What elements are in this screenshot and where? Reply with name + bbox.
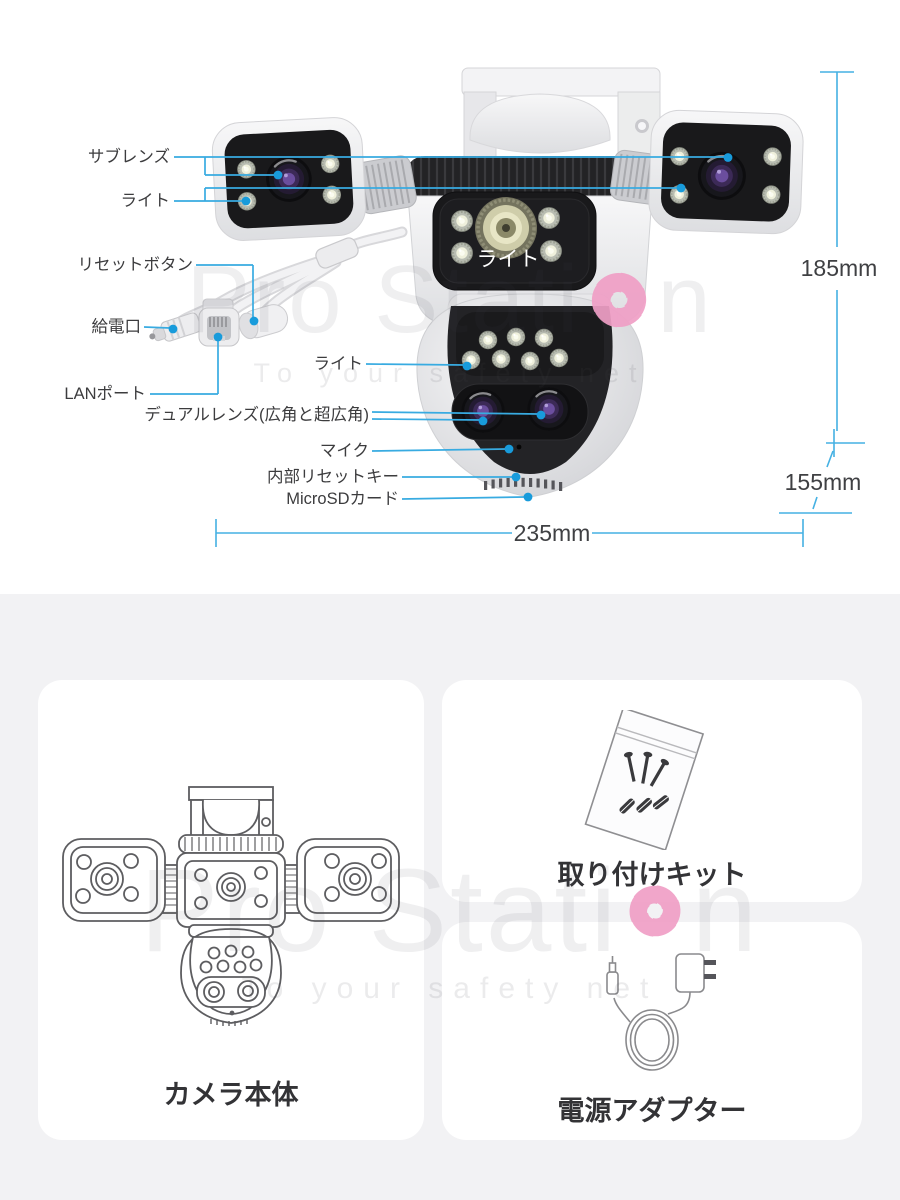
- package-item-label-kit: 取り付けキット: [557, 860, 747, 890]
- mounting-bracket: [461, 67, 661, 165]
- package-card-adapter: 電源アダプター: [442, 922, 862, 1140]
- camera-illustration: ライト: [149, 67, 804, 498]
- callout-dots: [168, 153, 733, 502]
- left-bullet-camera: [211, 117, 367, 241]
- face-light-label: ライト: [477, 248, 540, 271]
- dimension-width: 235mm: [514, 520, 591, 546]
- vent-slits: [484, 477, 563, 491]
- power-adapter-illustration: [606, 953, 716, 1071]
- label-reset-button: リセットボタン: [78, 255, 194, 274]
- label-light-top: ライト: [121, 192, 171, 210]
- label-dual-lens: デュアルレンズ(広角と超広角): [144, 404, 369, 424]
- right-bullet-camera: [648, 109, 804, 235]
- callout-labels: サブレンズ ライト リセットボタン 給電口 LANポート ライト デュアルレンズ…: [64, 146, 399, 508]
- label-sub-lens: サブレンズ: [88, 146, 170, 166]
- label-lan-port: LANポート: [64, 384, 146, 403]
- dc-power-connector: [149, 312, 202, 342]
- callout-lines: [143, 156, 727, 500]
- package-card-kit: 取り付けキット: [442, 680, 862, 902]
- label-light-bottom: ライト: [314, 355, 364, 373]
- camera-annotated-diagram: ライト: [64, 67, 878, 547]
- package-item-label-camera: カメラ本体: [163, 1080, 299, 1110]
- label-mic: マイク: [320, 441, 369, 460]
- package-card-camera: カメラ本体: [38, 680, 424, 1140]
- mounting-kit-illustration: [584, 710, 705, 850]
- camera-lineart: [62, 786, 400, 1026]
- package-section: カメラ本体 取り付けキット: [0, 594, 900, 1200]
- dimension-height: 185mm: [801, 255, 878, 281]
- ptz-ball-head: [416, 293, 644, 498]
- label-power-port: 給電口: [92, 317, 142, 336]
- package-item-label-adapter: 電源アダプター: [557, 1096, 747, 1126]
- label-microsd: MicroSDカード: [286, 490, 399, 508]
- label-internal-reset: 内部リセットキー: [267, 467, 399, 486]
- dimension-lines: [215, 71, 865, 547]
- diagram-section: ライト: [0, 0, 900, 594]
- dimension-labels: 185mm 155mm 235mm: [514, 255, 878, 546]
- dimension-depth: 155mm: [785, 469, 862, 495]
- lan-connector: [198, 298, 240, 347]
